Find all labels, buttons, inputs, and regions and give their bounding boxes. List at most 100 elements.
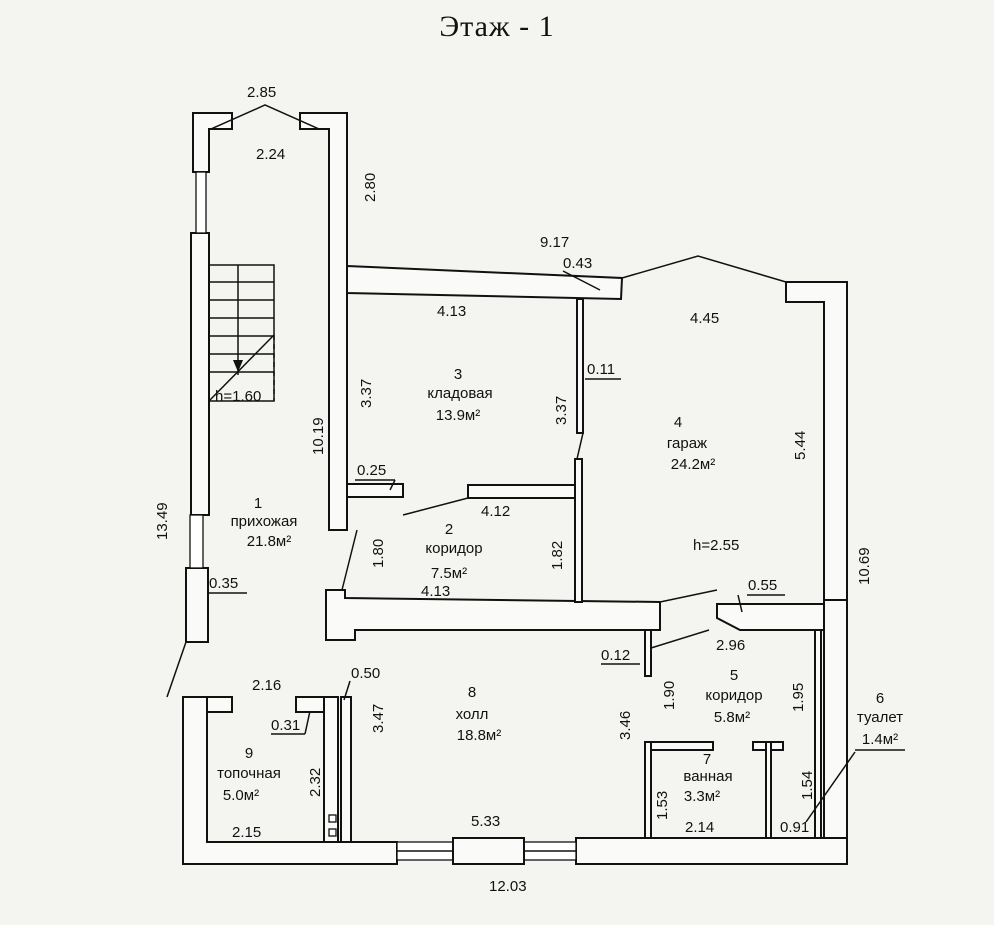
plan-title: Этаж - 1 xyxy=(439,10,555,43)
room-number: 6 xyxy=(876,690,884,707)
room-area: 5.0м² xyxy=(223,787,259,804)
stair-height-label: h=1.60 xyxy=(215,388,261,405)
garage-gate-arc xyxy=(621,255,787,283)
wall-bath-west xyxy=(644,741,652,839)
wall-north xyxy=(346,264,624,301)
room-number: 1 xyxy=(254,495,262,512)
dim-3-37-right: 3.37 xyxy=(553,396,570,425)
dim-5-44: 5.44 xyxy=(792,431,809,460)
room-number: 8 xyxy=(468,684,476,701)
leader-lines xyxy=(207,270,905,823)
vent-square-1 xyxy=(328,814,337,823)
dim-0-25: 0.25 xyxy=(357,462,386,479)
dim-4-13-top: 4.13 xyxy=(437,303,466,320)
room-7-label: 7 ванная 3.3м² xyxy=(683,751,732,805)
dim-3-37-left: 3.37 xyxy=(358,379,375,408)
room-number: 3 xyxy=(454,366,462,383)
dim-12-03: 12.03 xyxy=(489,878,527,895)
room-name: топочная xyxy=(217,765,281,782)
dim-9-17: 9.17 xyxy=(540,234,569,251)
dim-1-90: 1.90 xyxy=(661,681,678,710)
wall-storage-stub xyxy=(346,483,404,498)
room-name: прихожая xyxy=(231,513,298,530)
room-6-label: 6 туалет 1.4м² xyxy=(857,690,903,748)
wall-bath-top-left xyxy=(644,741,714,751)
dim-3-46: 3.46 xyxy=(617,711,634,740)
dim-0-12: 0.12 xyxy=(601,647,630,664)
door-corridor2 xyxy=(402,497,469,516)
room-area: 3.3м² xyxy=(684,788,720,805)
wall-storage-garage-upper xyxy=(576,298,584,434)
dim-2-24: 2.24 xyxy=(256,146,285,163)
tower-gate-arc xyxy=(210,104,320,130)
room-number: 2 xyxy=(445,521,453,538)
staircase xyxy=(208,264,275,402)
dim-10-69: 10.69 xyxy=(856,547,873,585)
wall-toilet-east xyxy=(814,629,822,839)
room-name: гараж xyxy=(667,435,707,452)
dim-1-95: 1.95 xyxy=(790,683,807,712)
window-tower-west-lower xyxy=(189,514,204,569)
dim-0-91: 0.91 xyxy=(780,819,809,836)
room-number: 5 xyxy=(730,667,738,684)
room-name: ванная xyxy=(683,768,732,785)
room-name: кладовая xyxy=(427,385,492,402)
room-number: 4 xyxy=(674,414,682,431)
room-area: 18.8м² xyxy=(457,727,502,744)
dim-1-54: 1.54 xyxy=(799,771,816,800)
dim-5-33: 5.33 xyxy=(471,813,500,830)
room-labels: 1 прихожая 21.8м² 2 коридор 7.5м² 3 клад… xyxy=(217,366,903,805)
door-storage xyxy=(576,432,584,460)
room-1-label: 1 прихожая 21.8м² xyxy=(231,495,298,550)
room-area: 7.5м² xyxy=(431,565,467,582)
wall-boiler-inner xyxy=(295,696,325,713)
vent-square-2 xyxy=(328,828,337,837)
room-9-label: 9 топочная 5.0м² xyxy=(217,745,281,804)
window-tower-west-upper xyxy=(195,171,207,234)
room-area: 13.9м² xyxy=(436,407,481,424)
room-name: холл xyxy=(456,706,489,723)
room-name: коридор xyxy=(705,687,762,704)
room-name: туалет xyxy=(857,709,903,726)
room-3-label: 3 кладовая 13.9м² xyxy=(427,366,492,424)
dimension-labels: 2.85 2.24 2.80 9.17 0.43 4.13 4.45 0.11 … xyxy=(154,84,873,895)
room-number: 7 xyxy=(703,751,711,768)
dim-0-50: 0.50 xyxy=(351,665,380,682)
dim-4-12: 4.12 xyxy=(481,503,510,520)
wall-corridor2-garage xyxy=(574,458,583,603)
wall-hall-west xyxy=(340,696,352,843)
door-hall-west xyxy=(341,529,358,591)
dim-2-15: 2.15 xyxy=(232,824,261,841)
wall-tower-left-lower xyxy=(190,232,210,516)
dim-1-53: 1.53 xyxy=(654,791,671,820)
room-4-label: 4 гараж 24.2м² xyxy=(667,414,715,473)
dim-4-45: 4.45 xyxy=(690,310,719,327)
dim-0-11: 0.11 xyxy=(587,361,615,378)
wall-south-right xyxy=(575,837,848,865)
wall-corridor5-west xyxy=(644,629,652,677)
wall-middle xyxy=(325,589,661,641)
dim-10-19: 10.19 xyxy=(310,417,327,455)
dim-2-14: 2.14 xyxy=(685,819,714,836)
walls xyxy=(182,112,848,865)
dim-13-49: 13.49 xyxy=(154,502,171,540)
windows xyxy=(189,171,577,865)
wall-boiler-stub xyxy=(206,696,233,713)
dim-2-32: 2.32 xyxy=(307,768,324,797)
dim-0-35: 0.35 xyxy=(209,575,238,592)
dim-0-43: 0.43 xyxy=(563,255,592,272)
room-2-label: 2 коридор 7.5м² xyxy=(425,521,482,582)
room-area: 5.8м² xyxy=(714,709,750,726)
door-corridor5 xyxy=(650,629,710,649)
wall-east-lower xyxy=(823,599,848,865)
wall-corridor2-top xyxy=(467,484,578,499)
dim-3-47: 3.47 xyxy=(370,704,387,733)
wall-corridor5-top xyxy=(716,603,825,631)
room-8-label: 8 холл 18.8м² xyxy=(456,684,502,744)
door-swings xyxy=(166,104,787,698)
door-garage-corridor xyxy=(659,589,718,603)
room-number: 9 xyxy=(245,745,253,762)
window-hall-south-pier xyxy=(452,837,525,865)
wall-tower-left xyxy=(192,112,233,173)
stair-direction-arrow xyxy=(233,360,243,372)
